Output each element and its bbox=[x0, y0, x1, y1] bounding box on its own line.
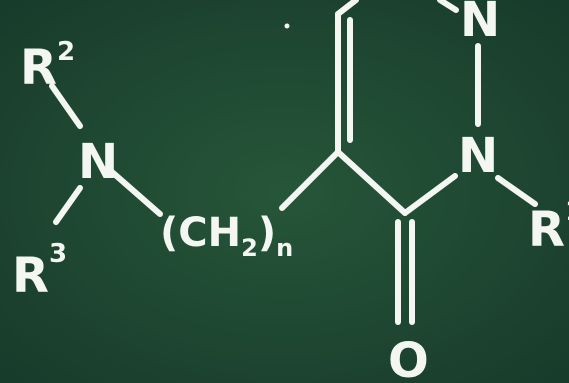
r1-label: R1 bbox=[528, 197, 569, 258]
bond-top-right bbox=[437, 0, 459, 13]
linker-label: (CH2)n bbox=[160, 210, 293, 262]
bond-r2-n bbox=[49, 83, 83, 129]
carbonyl-oxygen-label: O bbox=[388, 333, 429, 383]
ring-nitrogen-top-label: N bbox=[460, 0, 500, 48]
bond-n-r1 bbox=[495, 175, 538, 207]
bond-linker-ring bbox=[279, 149, 341, 211]
bond-r3-n bbox=[53, 185, 83, 225]
r2-label: R2 bbox=[20, 37, 75, 96]
bond-carbonyl-n bbox=[402, 173, 458, 216]
r3-label: R3 bbox=[12, 239, 67, 304]
bond-n-linker bbox=[109, 169, 163, 217]
bond-ring-c-carbonyl bbox=[335, 149, 408, 216]
amine-nitrogen-label: N bbox=[78, 134, 118, 190]
ring-nitrogen-label: N bbox=[458, 128, 498, 184]
chalk-dust-speck bbox=[284, 23, 290, 29]
bond-ring-top bbox=[335, 0, 359, 17]
bond-lines bbox=[49, 0, 538, 325]
